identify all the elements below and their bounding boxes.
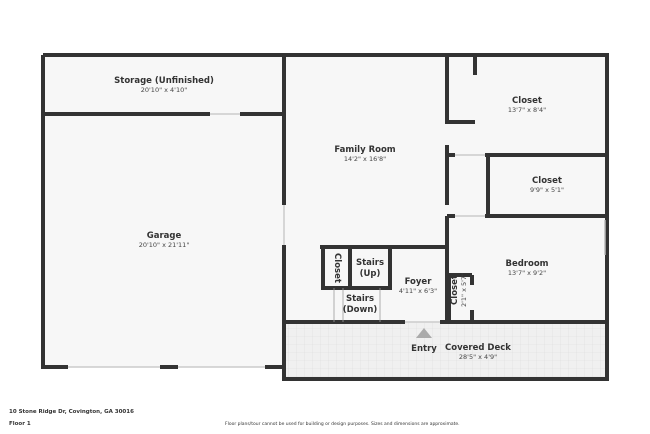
room-dims: 20'10" x 21'11" (138, 241, 190, 249)
floor-label: Floor 1 (9, 421, 31, 427)
room-covered-deck: Covered Deck 28'5" x 4'9" (445, 343, 511, 361)
deck-floor (285, 322, 607, 379)
room-stairs-down: Stairs (Down) (343, 294, 378, 316)
room-dims: 4'11" x 6'3" (398, 287, 438, 295)
address: 10 Stone Ridge Dr, Covington, GA 30016 (9, 409, 134, 415)
room-dims: 13'7" x 8'4" (507, 106, 547, 114)
room-closet-small: Closet (332, 253, 342, 283)
room-name: Bedroom (505, 259, 549, 269)
room-dims: 20'10" x 4'10" (140, 86, 188, 94)
openings (68, 113, 606, 368)
room-name: Closet (532, 176, 562, 186)
interior-floor (43, 55, 607, 367)
room-stairs-up: Stairs (Up) (356, 258, 384, 280)
room-dims: 9'9" x 5'1" (529, 186, 565, 194)
room-closet-1: Closet 13'7" x 8'4" (508, 96, 546, 114)
room-sub: (Up) (359, 269, 381, 279)
room-name: Garage (146, 231, 182, 241)
disclaimer: Floor plans/tour cannot be used for buil… (225, 422, 460, 427)
room-garage: Garage 20'10" x 21'11" (139, 231, 190, 249)
room-dims: 13'7" x 9'2" (507, 269, 547, 277)
room-family-room: Family Room 14'2" x 16'8" (334, 145, 395, 163)
room-name: Stairs (345, 294, 375, 304)
room-closet-bedroom: Closet 2'1" x 5'7" (450, 272, 469, 308)
room-name: Stairs (355, 258, 385, 268)
room-name: Closet (512, 96, 542, 106)
room-dims: 28'5" x 4'9" (458, 353, 498, 361)
room-name: Closet (450, 275, 460, 305)
entry-arrow-icon (416, 328, 432, 338)
room-bedroom: Bedroom 13'7" x 9'2" (505, 259, 548, 277)
room-name: Foyer (404, 277, 432, 287)
room-dims: 14'2" x 16'8" (343, 155, 387, 163)
entry-label: Entry (411, 344, 437, 354)
room-name: Family Room (334, 145, 396, 155)
room-sub: (Down) (342, 305, 378, 315)
room-closet-2: Closet 9'9" x 5'1" (530, 176, 564, 194)
room-foyer: Foyer 4'11" x 6'3" (399, 277, 437, 295)
room-name: Covered Deck (445, 343, 511, 353)
room-dims: 2'1" x 5'7" (460, 272, 468, 308)
room-name: Storage (Unfinished) (114, 76, 214, 86)
stair-treads (333, 288, 381, 322)
room-storage: Storage (Unfinished) 20'10" x 4'10" (114, 76, 214, 94)
walls (41, 53, 609, 381)
